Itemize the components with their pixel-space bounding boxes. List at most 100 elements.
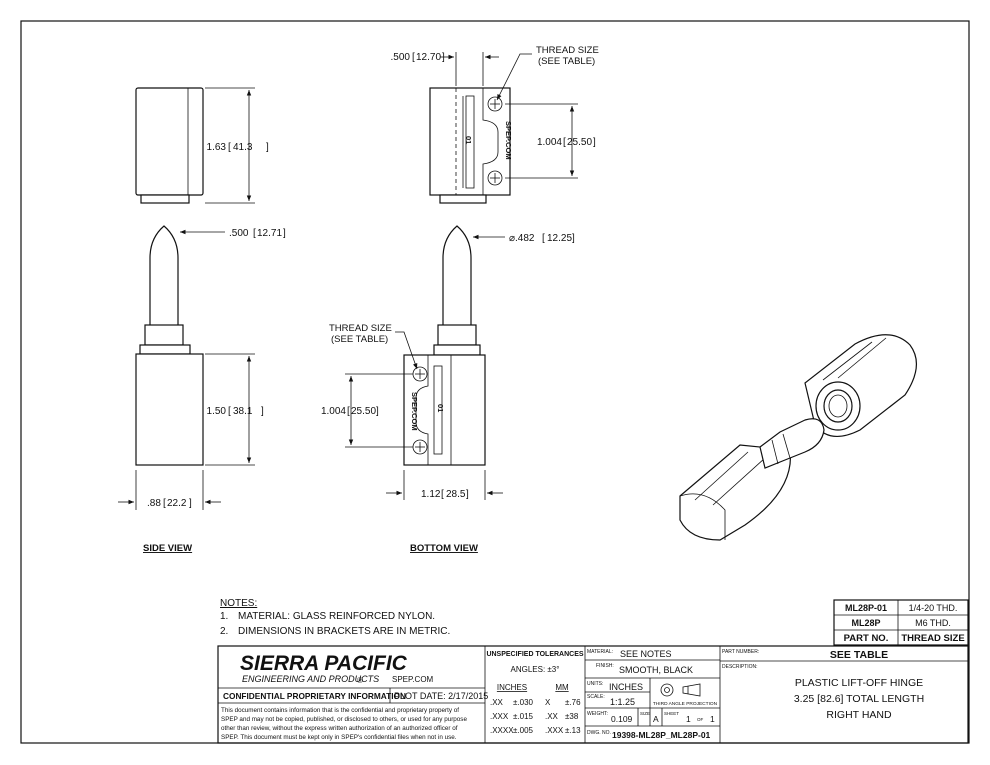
part-id-top: 01: [464, 136, 473, 144]
notes: NOTES: 1. MATERIAL: GLASS REINFORCED NYL…: [220, 598, 450, 637]
table-row-2-thread: M6 THD.: [915, 618, 951, 628]
sheet-label: SHEET: [664, 711, 679, 716]
dim-side-height-bottom-mm: 38.1: [233, 406, 253, 417]
dim-pin-dia-bottom-mm: 12.25: [547, 233, 572, 244]
tolerances-title: UNSPECIFIED TOLERANCES: [486, 651, 583, 658]
thread-size-bottom-line1: THREAD SIZE: [329, 323, 392, 334]
note-1-text: MATERIAL: GLASS REINFORCED NYLON.: [238, 611, 435, 622]
company-sub: ENGINEERING AND PRODUCTS: [242, 674, 379, 684]
svg-text:[: [: [228, 406, 231, 417]
tol-mm-head: MM: [555, 683, 569, 692]
thread-size-bottom-line2: (SEE TABLE): [331, 334, 388, 345]
note-2-text: DIMENSIONS IN BRACKETS ARE IN METRIC.: [238, 626, 450, 637]
description-line-1: PLASTIC LIFT-OFF HINGE: [795, 677, 923, 689]
svg-text:[: [: [228, 142, 231, 153]
company-website: SPEP.COM: [392, 675, 434, 684]
weight-value: 0.109: [611, 714, 633, 724]
svg-text:[: [: [163, 498, 166, 509]
dim-side-width-mm: 22.2: [167, 498, 187, 509]
dim-top-width: .500: [391, 52, 411, 63]
dwg-label: DWG. NO.: [587, 730, 611, 736]
part-mark-top: SPEP.COM: [504, 121, 513, 160]
svg-text:]: ]: [283, 228, 286, 239]
part-number-label: PART NUMBER:: [722, 649, 759, 655]
table-header-thread: THREAD SIZE: [901, 633, 964, 644]
table-header-part: PART NO.: [844, 633, 889, 644]
tol-inches-head: INCHES: [497, 683, 527, 692]
dwg-number: 19398-ML28P_ML28P-01: [612, 730, 711, 740]
svg-text:]: ]: [266, 142, 269, 153]
size-value: A: [653, 714, 659, 724]
weight-label: WEIGHT:: [587, 711, 608, 717]
projection-label: THIRD ANGLE PROJECTION: [653, 701, 718, 707]
tol-row-3-mm-val: ±.13: [565, 726, 581, 735]
side-view-label: SIDE VIEW: [143, 543, 192, 554]
bottom-view-bottom-part: SPEP.COM 01 ⌀.482 [ 12.25 ] THREAD SIZE …: [321, 225, 575, 554]
thread-table: ML28P-01 1/4-20 THD. ML28P M6 THD. PART …: [833, 599, 969, 646]
dim-side-height-top-mm: 41.3: [233, 142, 253, 153]
registered-mark: ®: [357, 676, 363, 685]
sheet-of-label: OF: [697, 717, 704, 722]
tol-row-1-mm-fmt: X: [545, 698, 551, 707]
tol-row-3-in-fmt: .XXXX: [490, 726, 514, 735]
tol-row-1-mm-val: ±.76: [565, 698, 581, 707]
finish-value: SMOOTH, BLACK: [619, 665, 693, 675]
dim-bottom-spacing: 1.004: [321, 406, 346, 417]
table-row-1-part: ML28P-01: [845, 603, 887, 613]
bottom-view-top-part: SPEP.COM 01 .500 [ 12.70 ] THREAD SIZE (…: [391, 45, 599, 204]
confidential-text-4: SPEP. This document must be kept only in…: [221, 734, 457, 741]
svg-text:[: [: [347, 406, 350, 417]
units-label: UNITS:: [587, 681, 603, 687]
dim-pin-dia-bottom: ⌀.482: [509, 233, 535, 244]
finish-label: FINISH:: [596, 663, 614, 669]
svg-text:]: ]: [376, 406, 379, 417]
dim-side-width: .88: [147, 498, 161, 509]
table-row-2-part: ML28P: [851, 618, 880, 628]
thread-size-top-line2: (SEE TABLE): [538, 56, 595, 67]
side-view-top-part: 1.63 [ 41.3 ]: [135, 87, 269, 204]
side-view-bottom-part: .500 [ 12.71 ] 1.50 [ 38.1 ] .88 [ 22.2 …: [118, 225, 286, 554]
notes-title: NOTES:: [220, 598, 257, 609]
description-line-3: RIGHT HAND: [826, 709, 892, 721]
svg-text:]: ]: [466, 489, 469, 500]
note-2-num: 2.: [220, 626, 228, 637]
table-row-1-thread: 1/4-20 THD.: [909, 603, 958, 613]
part-mark-bottom: SPEP.COM: [410, 392, 419, 431]
sheet-total: 1: [710, 714, 715, 724]
svg-text:]: ]: [442, 52, 445, 63]
svg-text:[: [: [441, 489, 444, 500]
note-1-num: 1.: [220, 611, 228, 622]
dim-pin-dia-mm: 12.71: [257, 228, 282, 239]
bottom-view-label: BOTTOM VIEW: [410, 543, 478, 554]
svg-text:]: ]: [261, 406, 264, 417]
dim-bottom-width: 1.12: [421, 489, 441, 500]
plot-date: PLOT DATE: 2/17/2015: [394, 691, 488, 701]
tol-row-3-mm-fmt: .XXX: [545, 726, 564, 735]
svg-text:[: [: [542, 233, 545, 244]
tol-row-2-in-val: ±.015: [513, 712, 534, 721]
svg-text:]: ]: [189, 498, 192, 509]
part-id-bottom: 01: [436, 404, 445, 412]
dim-pin-dia: .500: [229, 228, 249, 239]
svg-text:[: [: [253, 228, 256, 239]
confidential-text-1: This document contains information that …: [221, 707, 459, 714]
tol-row-2-mm-fmt: .XX: [545, 712, 559, 721]
scale-label: SCALE:: [587, 694, 605, 700]
svg-text:]: ]: [593, 137, 596, 148]
dim-side-height-bottom: 1.50: [207, 406, 227, 417]
company-name: SIERRA PACIFIC: [240, 652, 408, 675]
title-block: SIERRA PACIFIC ENGINEERING AND PRODUCTS …: [217, 645, 969, 744]
thread-size-top-line1: THREAD SIZE: [536, 45, 599, 56]
description-label: DESCRIPTION:: [722, 664, 758, 670]
tol-row-2-mm-val: ±38: [565, 712, 579, 721]
third-angle-projection-icon: [660, 683, 701, 697]
size-label: SIZE: [640, 711, 650, 716]
tol-row-1-in-val: ±.030: [513, 698, 534, 707]
sheet-number: 1: [686, 714, 691, 724]
svg-text:[: [: [563, 137, 566, 148]
svg-text:]: ]: [572, 233, 575, 244]
confidential-text-3: other than review, without the express w…: [221, 725, 458, 732]
dim-bottom-spacing-mm: 25.50: [351, 406, 376, 417]
tolerances-angles: ANGLES: ±3°: [511, 665, 560, 674]
